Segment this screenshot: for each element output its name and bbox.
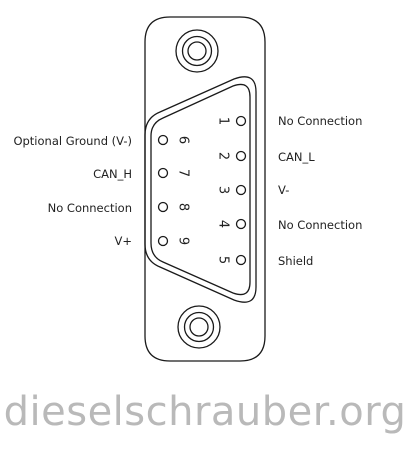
pin-2-hole (235, 150, 247, 162)
pin-4-label: No Connection (278, 218, 362, 232)
pin-4-number: 4 (216, 220, 231, 228)
connector-shell (144, 16, 266, 362)
pin-3-hole (235, 184, 247, 196)
pin-6-label: Optional Ground (V-) (13, 134, 132, 148)
pin-5-number: 5 (216, 256, 231, 264)
pin-7-number: 7 (176, 169, 191, 177)
pin-4-hole (235, 218, 247, 230)
bottom-mounting-screw (177, 305, 221, 349)
pin-6-number: 6 (176, 136, 191, 144)
pin-3-number: 3 (216, 186, 231, 194)
pin-2-label: CAN_L (278, 150, 315, 164)
site-watermark: dieselschrauber.org (3, 389, 407, 435)
pin-9-hole (157, 235, 169, 247)
pin-5-hole (235, 254, 247, 266)
pin-1-hole (235, 115, 247, 127)
d-housing-outer (144, 76, 257, 303)
pin-8-label: No Connection (48, 201, 132, 215)
d-housing-inner (150, 83, 251, 296)
pin-7-hole (157, 167, 169, 179)
db9-connector-diagram: 1 2 3 4 5 6 7 8 9 No Connection CAN_L V-… (13, 16, 362, 362)
pin-6-hole (157, 134, 169, 146)
pin-5-label: Shield (278, 254, 313, 268)
pin-1-number: 1 (216, 117, 231, 125)
pin-1-label: No Connection (278, 114, 362, 128)
pin-7-label: CAN_H (93, 167, 132, 181)
pin-2-number: 2 (216, 152, 231, 160)
pin-9-number: 9 (176, 237, 191, 245)
pin-9-label: V+ (114, 234, 132, 248)
pin-3-label: V- (278, 183, 289, 197)
pin-8-hole (157, 201, 169, 213)
top-mounting-screw (175, 29, 219, 73)
pin-8-number: 8 (176, 203, 191, 211)
